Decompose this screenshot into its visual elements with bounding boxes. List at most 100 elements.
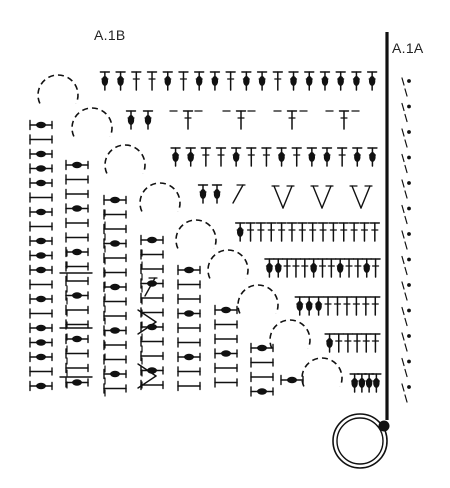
stitch-dot bbox=[236, 227, 244, 237]
horizontal-treble-symbol bbox=[140, 350, 164, 362]
treble-symbol bbox=[338, 110, 350, 130]
ring-outer bbox=[332, 413, 388, 469]
stitch-dot bbox=[211, 76, 219, 86]
horizontal-treble-symbol bbox=[140, 307, 164, 318]
stroke bbox=[404, 292, 408, 301]
horizontal-treble-symbol bbox=[103, 339, 127, 351]
treble-with-dot-symbol bbox=[335, 71, 346, 91]
stitch-dot bbox=[199, 189, 207, 199]
horizontal-treble-symbol bbox=[250, 357, 274, 368]
horizontal-treble-with-dot-symbol bbox=[65, 290, 89, 301]
treble-symbol bbox=[178, 71, 189, 91]
stitch-dot bbox=[36, 266, 46, 274]
stitch-dot bbox=[275, 263, 282, 273]
stitch-dot bbox=[323, 152, 331, 162]
treble-symbol bbox=[286, 110, 298, 130]
stitch-dot bbox=[358, 378, 366, 388]
stitch-dot bbox=[257, 388, 267, 395]
slanted-stitch-symbol bbox=[144, 277, 158, 297]
horizontal-treble-with-dot-symbol bbox=[29, 337, 53, 348]
stitch-dot bbox=[36, 339, 46, 346]
horizontal-treble-symbol bbox=[214, 362, 238, 374]
horizontal-treble-symbol bbox=[103, 354, 127, 365]
stitch-dot bbox=[315, 301, 322, 311]
horizontal-treble-with-dot-symbol bbox=[140, 321, 164, 333]
horizontal-treble-with-dot-symbol bbox=[103, 368, 127, 380]
stitch-dot bbox=[305, 301, 313, 311]
treble-symbol bbox=[299, 258, 311, 278]
treble-symbol bbox=[131, 71, 142, 91]
stitch-dot bbox=[351, 378, 358, 388]
stitch-dot bbox=[365, 378, 373, 388]
stitch-dot bbox=[326, 338, 333, 348]
stitch-dot bbox=[308, 152, 316, 162]
treble-symbol bbox=[146, 71, 158, 91]
treble-with-dot-symbol bbox=[356, 373, 368, 393]
treble-symbol bbox=[369, 222, 381, 242]
horizontal-treble-symbol bbox=[29, 366, 53, 377]
horizontal-treble-with-dot-symbol bbox=[103, 325, 127, 336]
horizontal-treble-symbol bbox=[65, 261, 89, 272]
horizontal-treble-with-dot-symbol bbox=[29, 380, 53, 392]
treble-with-dot-symbol bbox=[351, 71, 362, 91]
chain-arc-symbol bbox=[237, 284, 279, 314]
stitch-dot bbox=[368, 76, 376, 86]
treble-symbol bbox=[281, 258, 293, 278]
stroke bbox=[232, 184, 244, 204]
arc-path bbox=[71, 107, 113, 137]
stitch-dot bbox=[147, 236, 157, 244]
horizontal-treble-symbol bbox=[65, 362, 89, 374]
horizontal-treble-symbol bbox=[250, 371, 274, 383]
stitch-dot bbox=[36, 208, 46, 216]
treble-with-dot-symbol bbox=[361, 258, 372, 278]
stroke bbox=[404, 88, 408, 97]
stroke bbox=[404, 139, 408, 148]
treble-with-dot-symbol bbox=[334, 258, 346, 278]
treble-symbol bbox=[360, 296, 372, 316]
treble-symbol bbox=[336, 147, 348, 167]
stroke bbox=[404, 343, 408, 352]
chain-arc-symbol bbox=[269, 319, 311, 349]
horizontal-treble-with-dot-symbol bbox=[177, 308, 201, 319]
stroke bbox=[351, 185, 362, 209]
treble-symbol bbox=[225, 71, 236, 91]
stroke bbox=[137, 375, 157, 389]
horizontal-treble-with-dot-symbol bbox=[177, 351, 201, 363]
arc-path bbox=[301, 357, 343, 387]
horizontal-treble-with-dot-symbol bbox=[65, 159, 89, 171]
treble-symbol bbox=[182, 110, 194, 130]
ring-inner bbox=[336, 417, 384, 465]
chart-label-a1b: A.1B bbox=[94, 27, 126, 43]
treble-with-dot-symbol bbox=[352, 147, 363, 167]
horizontal-treble-symbol bbox=[103, 252, 127, 264]
a1a-column bbox=[401, 77, 411, 403]
horizontal-treble-symbol bbox=[65, 217, 89, 229]
treble-with-dot-symbol bbox=[142, 110, 154, 130]
treble-with-dot-symbol bbox=[234, 222, 246, 242]
treble-symbol bbox=[342, 333, 354, 353]
horizontal-v-symbol bbox=[137, 309, 157, 335]
stitch-dot bbox=[36, 252, 46, 259]
stitch-dot bbox=[147, 323, 157, 331]
treble-with-dot-symbol bbox=[99, 71, 111, 91]
horizontal-treble-symbol bbox=[214, 333, 238, 345]
stitch-dot bbox=[36, 237, 46, 245]
treble-with-dot-symbol bbox=[230, 147, 242, 167]
treble-symbol bbox=[328, 222, 339, 242]
treble-with-dot-symbol bbox=[294, 296, 305, 316]
horizontal-treble-symbol bbox=[29, 192, 53, 203]
treble-symbol bbox=[200, 147, 212, 167]
stroke bbox=[401, 128, 405, 137]
stitch-dot bbox=[310, 263, 317, 273]
stroke bbox=[404, 317, 408, 327]
treble-symbol bbox=[317, 258, 328, 278]
slanted-stitch-symbol bbox=[232, 184, 246, 204]
horizontal-treble-with-dot-symbol bbox=[29, 148, 53, 160]
treble-symbol bbox=[361, 333, 372, 353]
stitch-dot bbox=[110, 240, 120, 247]
stitch-dot bbox=[353, 76, 360, 86]
horizontal-treble-symbol bbox=[65, 232, 89, 243]
treble-with-dot-symbol bbox=[276, 147, 287, 167]
